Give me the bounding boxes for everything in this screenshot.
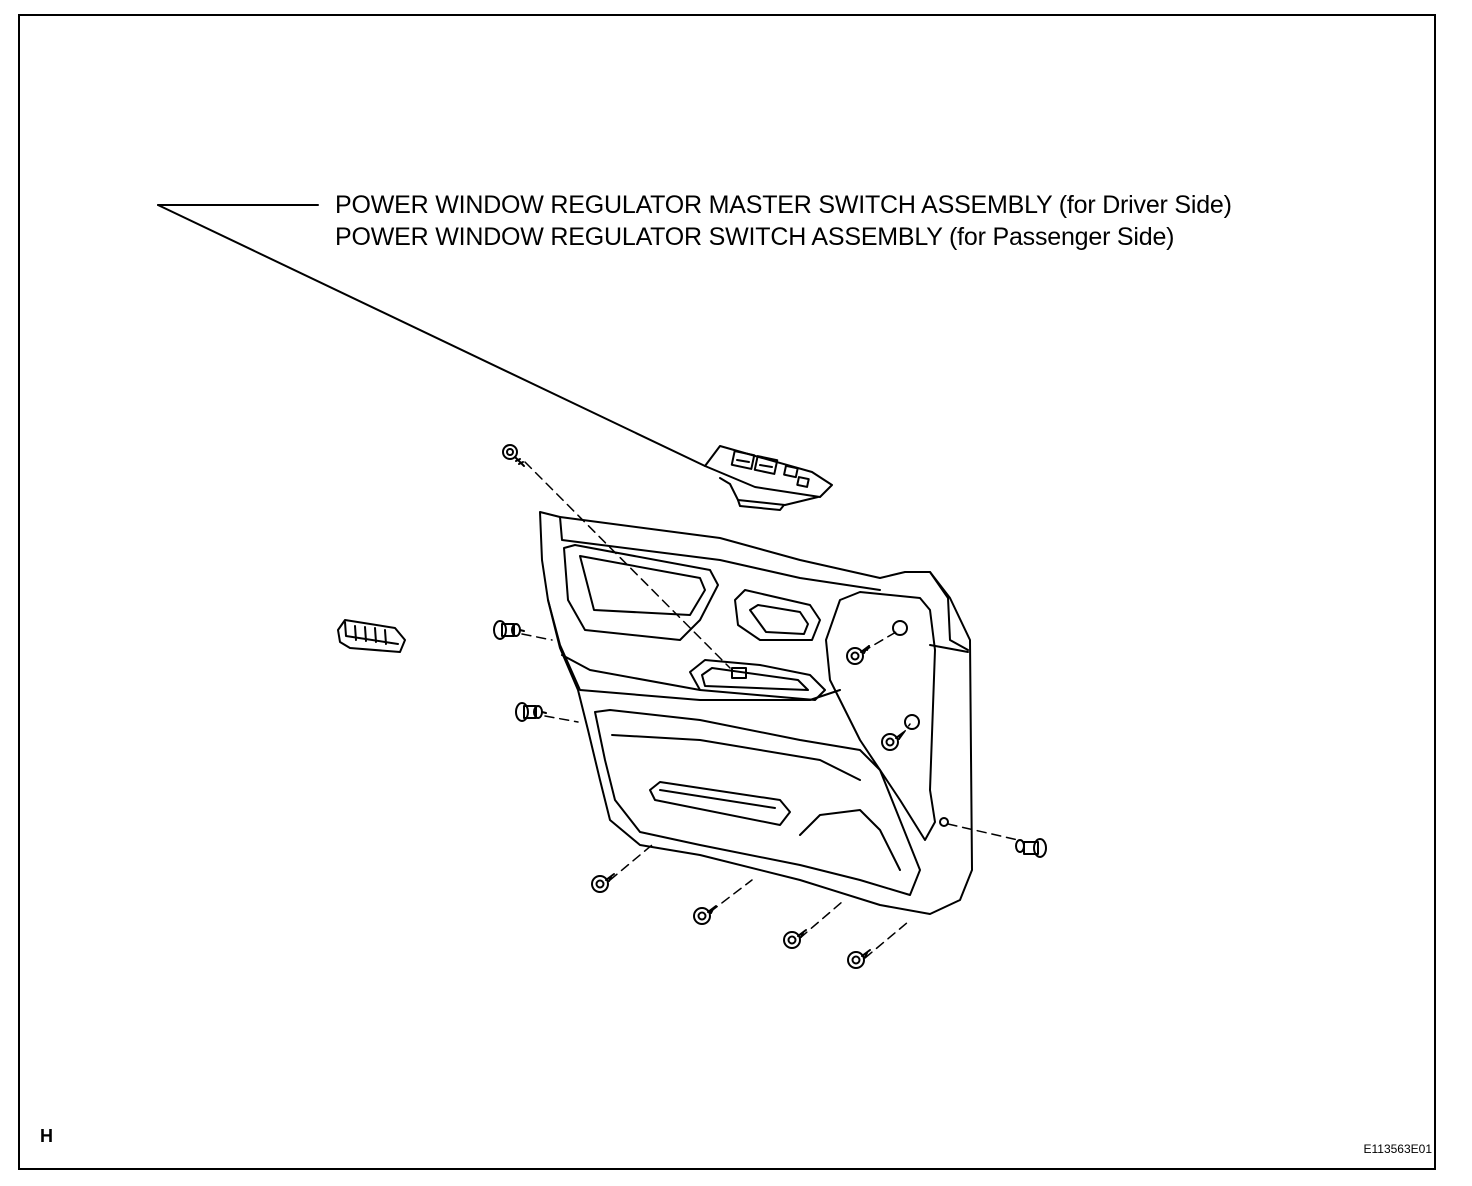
clips <box>493 620 1047 858</box>
label-driver-switch: POWER WINDOW REGULATOR MASTER SWITCH ASS… <box>335 191 1232 219</box>
cover-cap <box>337 619 406 653</box>
door-trim-panel <box>539 511 973 915</box>
label-passenger-switch: POWER WINDOW REGULATOR SWITCH ASSEMBLY (… <box>335 223 1175 251</box>
figure-id: E113563E01 <box>1363 1142 1432 1156</box>
leader-line <box>157 204 706 467</box>
install-lines <box>521 461 1019 959</box>
view-letter: H <box>40 1126 53 1146</box>
master-switch-part <box>704 445 833 511</box>
screws <box>502 444 905 969</box>
diagram-frame <box>18 14 1436 1170</box>
